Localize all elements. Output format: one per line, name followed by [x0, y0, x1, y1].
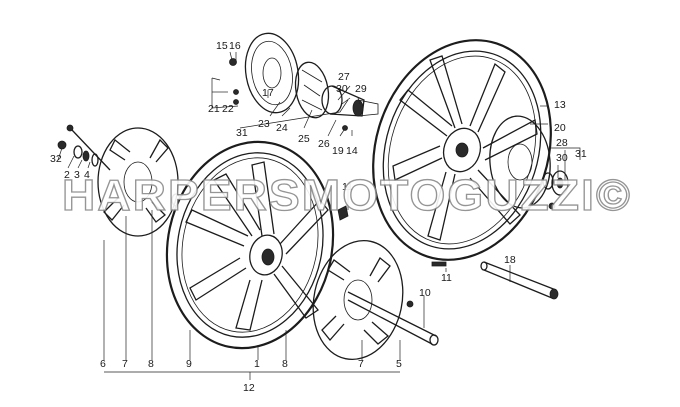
- front-axle-bolt-and-washers: [57, 124, 111, 171]
- front-wheel: [165, 140, 335, 350]
- rear-wheel: [372, 39, 552, 261]
- callout-20: 20: [554, 122, 566, 134]
- front-brake-disc-right: [312, 239, 404, 361]
- callout-31-right: 31: [575, 148, 587, 160]
- callout-15: 15: [216, 40, 228, 52]
- rear-wheel-axle: [480, 261, 559, 300]
- callout-26: 26: [318, 138, 330, 150]
- callout-16: 16: [229, 40, 241, 52]
- callout-30-top: 30: [336, 83, 348, 95]
- callout-11-upper: 11: [342, 181, 353, 193]
- callout-13: 13: [554, 99, 566, 111]
- callout-7-right: 7: [358, 358, 364, 370]
- callout-3: 3: [74, 169, 80, 181]
- rear-spacer-and-nut: [542, 170, 569, 210]
- front-wheel-axle: [347, 291, 439, 346]
- callout-7-left: 7: [122, 358, 128, 370]
- callout-23: 23: [258, 118, 270, 130]
- callout-6: 6: [100, 358, 106, 370]
- callout-24: 24: [276, 122, 288, 134]
- callout-8-left: 8: [148, 358, 154, 370]
- rear-hub-cush-drive: [229, 32, 379, 131]
- callout-22: 22: [222, 103, 234, 115]
- callout-9: 9: [186, 358, 192, 370]
- callout-30-right: 30: [556, 152, 568, 164]
- callout-29: 29: [355, 83, 367, 95]
- clip-parts: [337, 205, 447, 267]
- callout-1: 1: [254, 358, 260, 370]
- callout-19: 19: [332, 145, 344, 157]
- callout-32: 32: [50, 153, 62, 165]
- leader-lines: [57, 51, 581, 380]
- callout-18: 18: [504, 254, 516, 266]
- callout-4: 4: [84, 169, 90, 181]
- callout-10: 10: [419, 287, 431, 299]
- callout-28: 28: [556, 137, 568, 149]
- callout-31-top: 31: [236, 127, 248, 139]
- callout-labels: 15 16 17 21 22 23 24 25 26 19 14 31 27 3…: [50, 40, 587, 394]
- callout-17: 17: [262, 87, 274, 99]
- callout-27: 27: [338, 71, 350, 83]
- callout-2: 2: [64, 169, 70, 181]
- callout-12: 12: [243, 382, 255, 394]
- rear-brake-disc: [489, 115, 551, 209]
- callout-8-right: 8: [282, 358, 288, 370]
- callout-25: 25: [298, 133, 310, 145]
- callout-21: 21: [208, 103, 220, 115]
- callout-11-lower: 11: [441, 272, 452, 284]
- callout-5: 5: [396, 358, 402, 370]
- watermark: HARPERSMOTOGUZZI©: [62, 171, 632, 220]
- callout-14: 14: [346, 145, 358, 157]
